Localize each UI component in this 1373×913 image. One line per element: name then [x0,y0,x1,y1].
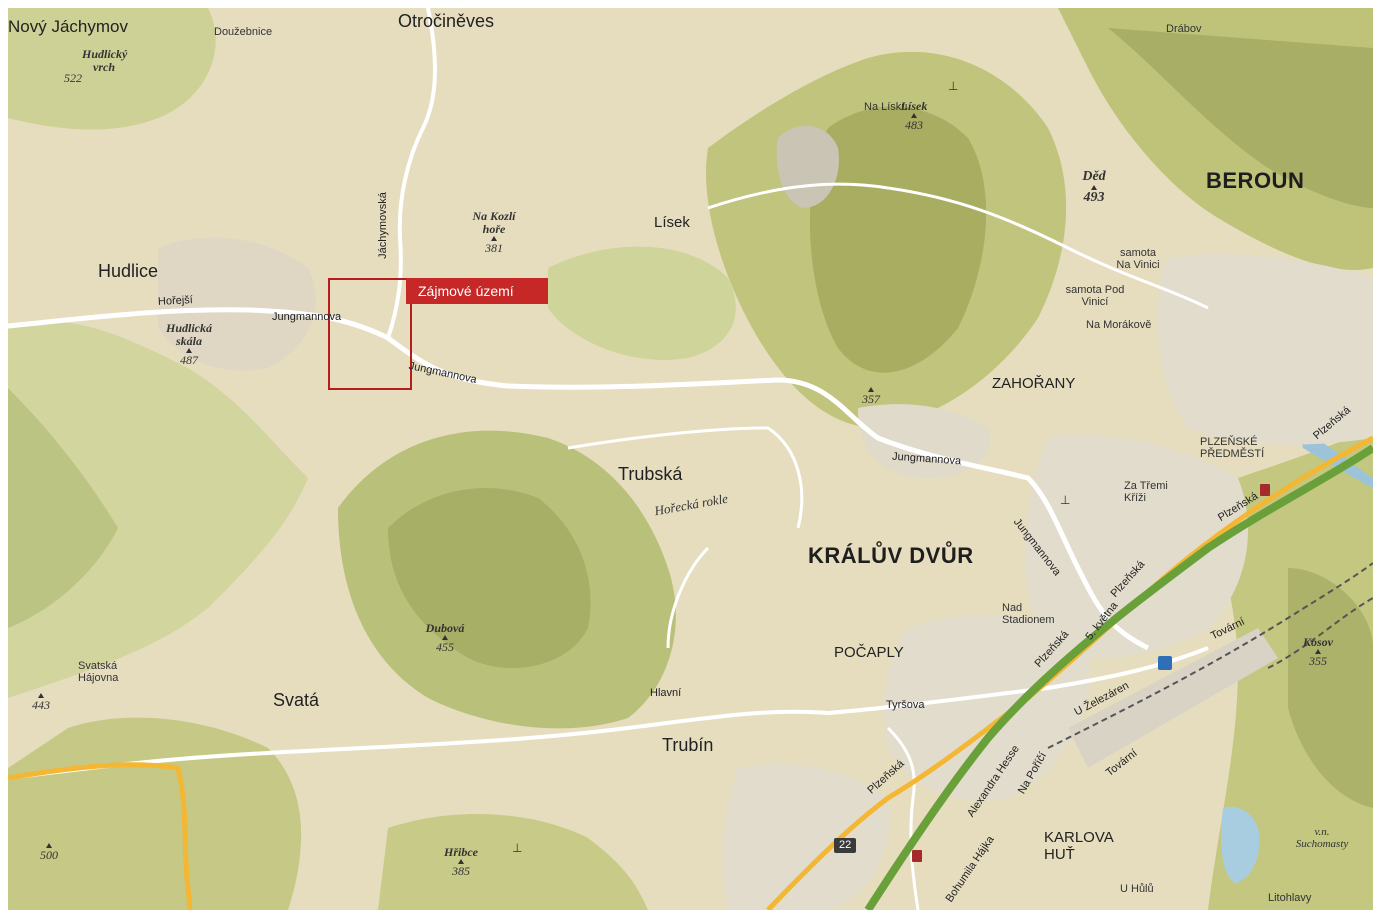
place-karlova-hut: KARLOVA HUŤ [1044,829,1113,863]
peak-ded: Děd 493 [1072,170,1116,205]
peak-lisek: Lísek 483 [894,100,934,131]
peak-ded-elev: 493 [1083,190,1105,205]
peak-443: 443 [26,692,56,711]
place-pocaply: POČAPLY [834,644,904,661]
peak-hudlicka-skala-name: Hudlická skála [166,321,213,348]
peak-na-kozli-hore-name: Na Kozlí hoře [472,209,516,236]
peak-kosov-name: Kosov [1303,635,1333,649]
peak-marker-icon [1091,185,1097,190]
place-za-tremi-krizi: Za Třemi Kříži [1124,480,1168,505]
road-shield-22: 22 [834,838,857,853]
fuel-station-icon[interactable] [912,850,922,862]
place-litohlavy: Litohlavy [1268,892,1312,904]
peak-hudlicky-vrch-elev: 522 [64,71,82,85]
peak-ded-name: Děd [1082,169,1106,184]
peak-hudlicky-vrch: Hudlický vrch [82,47,128,74]
peak-dubova-elev: 455 [436,640,454,654]
place-na-lisku: Na Lísku [864,101,908,113]
place-svata: Svatá [273,690,320,710]
peak-500-elev: 500 [40,848,58,862]
peak-marker-icon [1315,649,1321,654]
place-na-morakove: Na Morákově [1086,319,1152,331]
peak-500: 500 [34,842,64,861]
peak-hribce-name: Hřibce [444,845,478,859]
street-hlavni: Hlavní [650,687,682,699]
road-number: 22 [839,839,852,851]
peak-kosov: Kosov 355 [1298,636,1338,667]
place-trubin: Trubín [662,735,714,755]
place-zahorany: ZAHOŘANY [992,375,1076,392]
railway-station-icon[interactable] [1158,656,1172,670]
place-trubska: Trubská [618,464,683,484]
area-of-interest-frame[interactable] [328,278,412,390]
transmitter-icon: ⊥ [1060,493,1071,507]
place-nad-stadionem: Nad Stadionem [1002,602,1055,627]
transmitter-icon: ⊥ [512,841,523,855]
peak-dubova-name: Dubová [425,621,465,635]
page-margin [0,0,1373,8]
street-tyrsova: Tyršova [886,699,925,711]
place-samota-pod-vinici: samota Pod Vinicí [1065,284,1125,309]
street-jungmannova-1: Jungmannova [272,311,342,323]
place-u-hulu: U Hůlů [1120,883,1154,895]
peak-443-elev: 443 [32,698,50,712]
peak-marker-icon [911,113,917,118]
peak-marker-icon [442,635,448,640]
place-vn-suchomasty: v.n. Suchomasty [1295,826,1349,851]
transmitter-icon: ⊥ [948,79,959,93]
place-drabov: Drábov [1166,23,1202,35]
place-samota-na-vinici: samota Na Vinici [1116,247,1160,272]
peak-hudlicka-skala: Hudlická skála 487 [166,322,212,367]
map-background [8,8,1373,910]
map-canvas[interactable]: Zájmové území Nový Jáchymov Doužebnice O… [8,8,1373,910]
peak-na-kozli-hore-elev: 381 [485,241,503,256]
peak-357: 357 [856,386,886,405]
place-douzebnice: Doužebnice [214,26,273,38]
place-otrocineves: Otročiněves [398,11,495,31]
place-beroun: BEROUN [1206,168,1305,193]
place-hudlice: Hudlice [98,261,159,281]
peak-marker-icon [186,348,192,354]
place-plzenske-predmesti: PLZEŇSKÉ PŘEDMĚSTÍ [1200,436,1265,461]
peak-hudlicky-vrch-name: Hudlický vrch [82,47,128,74]
peak-lisek-name: Lísek [900,99,928,113]
street-horejsi: Hořejší [157,294,194,308]
peak-hribce: Hřibce 385 [436,846,486,877]
peak-357-elev: 357 [862,392,880,406]
place-kraluv-dvur: KRÁLŮV DVŮR [808,543,974,568]
peak-marker-icon [868,387,874,392]
peak-kosov-elev: 355 [1309,654,1327,668]
place-svatska-hajovna: Svatská Hájovna [78,660,119,685]
area-of-interest-label[interactable]: Zájmové území [406,278,548,304]
peak-lisek-elev: 483 [905,118,923,132]
peak-marker-icon [38,693,44,698]
fuel-station-icon[interactable] [1260,484,1270,496]
peak-na-kozli-hore: Na Kozlí hoře 381 [470,210,518,255]
peak-hribce-elev: 385 [452,864,470,878]
peak-marker-icon [46,843,52,848]
peak-hudlicka-skala-elev: 487 [180,353,198,368]
peak-dubova: Dubová 455 [420,622,470,653]
place-novy-jachymov: Nový Jáchymov [8,17,128,36]
peak-marker-icon [491,236,497,242]
peak-marker-icon [458,859,464,864]
place-lisek: Lísek [654,214,690,231]
street-jachymovska: Jáchymovská [376,192,389,259]
